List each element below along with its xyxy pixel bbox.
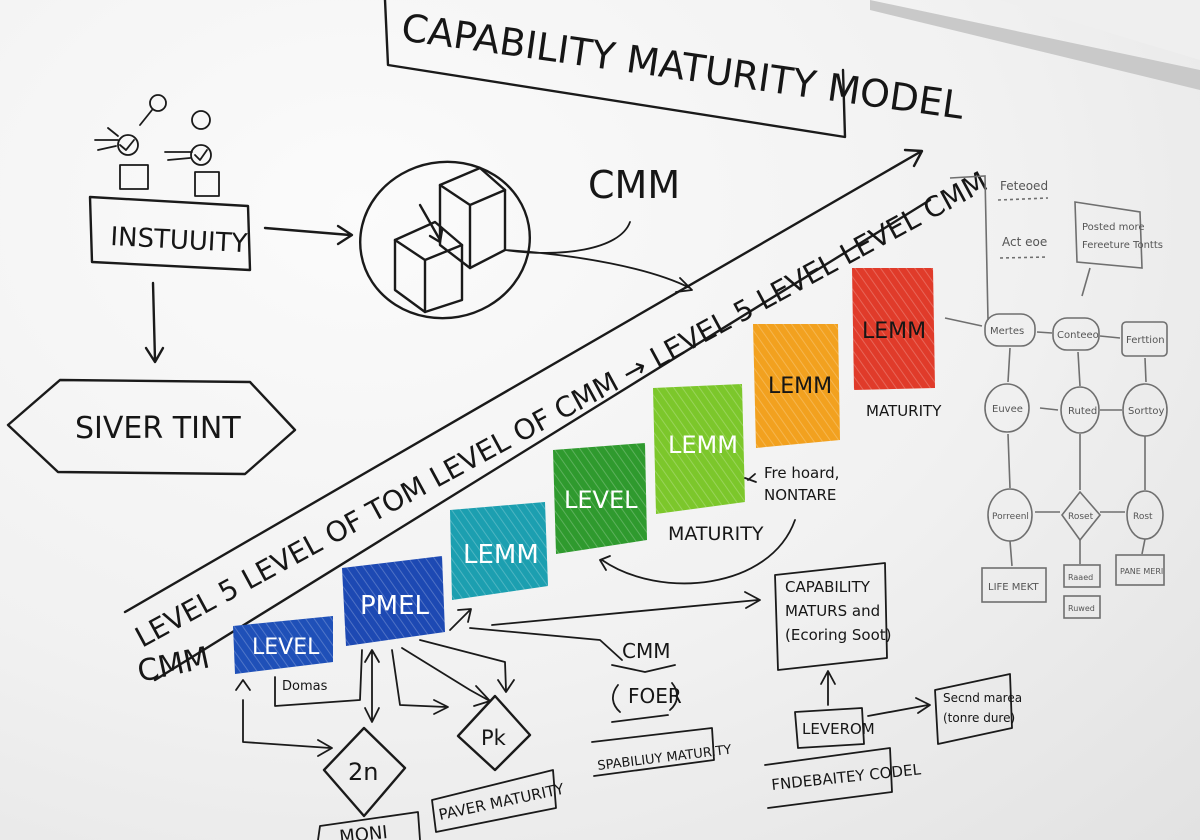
leverom-box: LEVEROM [794, 707, 875, 749]
fndebaitey-label: FNDEBAITEY CODEL [771, 760, 923, 794]
diamond-pk: Pk [456, 694, 532, 772]
cmm-heading: CMM [588, 163, 680, 207]
flow-top-2: Act eoe [1002, 235, 1047, 249]
domas-label: Domas [282, 679, 328, 694]
flow-top-1: Feteoed [1000, 179, 1048, 193]
flow-r2-c1: Euvee [992, 404, 1023, 415]
flow-r1-c1: Mertes [990, 326, 1024, 337]
page-title: CAPABILITY MATURITY MODEL [399, 5, 967, 128]
spabiluy-label: SPABILIUY MATURITY [597, 743, 733, 774]
diamond-2n-label: 2n [348, 758, 378, 786]
flow-r1-c3: Ferttion [1126, 335, 1165, 346]
cap-line-1: CAPABILITY [785, 578, 871, 596]
step-4-label: LEVEL [564, 486, 638, 514]
nontare-label: NONTARE [764, 486, 836, 504]
paver-label: PAVER MATURITY [437, 780, 566, 824]
paver-box: PAVER MATURITY [431, 769, 567, 833]
siver-tint-label: SIVER TINT [75, 411, 241, 446]
cubes-icon [359, 160, 531, 320]
title-box: CAPABILITY MATURITY MODEL [383, 0, 967, 139]
diamond-pk-label: Pk [481, 726, 507, 750]
flow-bottom-2: Raaed [1068, 573, 1093, 582]
step-4: LEVEL [553, 443, 647, 554]
flow-bottom-1: LIFE MEKT [988, 582, 1039, 593]
step-1-label: LEVEL [252, 635, 320, 660]
people-icon [94, 94, 220, 197]
flow-r3-c3: Rost [1133, 512, 1153, 522]
flow-r3-c1: Porreenl [992, 512, 1029, 522]
flow-r3-c2: Roset [1068, 512, 1094, 522]
arrow-cmm [504, 221, 693, 293]
bottom-cut-label: MONI [338, 822, 388, 840]
arrow-right-top [263, 224, 354, 246]
step-3: LEMM [450, 502, 548, 600]
cap-line-2: MATURS and [785, 602, 880, 620]
bottom-cut-box: MONI [317, 811, 421, 840]
maturity-label-red: MATURITY [866, 402, 942, 420]
step-5: LEMM [653, 384, 745, 514]
cap-line-3: (Ecoring Soot) [785, 626, 892, 644]
flow-bottom-4: PANE MERI [1120, 567, 1163, 576]
arrow-down [144, 281, 165, 364]
lower-connectors [235, 591, 761, 757]
instuuity-box: INSTUUITY [88, 195, 252, 272]
step-6-label: LEMM [768, 374, 832, 399]
board-frame [870, 0, 1200, 90]
siver-tint-hexagon: SIVER TINT [6, 378, 297, 476]
fre-hoard-label: Fre hoard, [764, 464, 839, 482]
step-5-label: LEMM [668, 431, 738, 459]
flow-box-line-1: Posted more [1082, 222, 1145, 233]
flow-r2-c3: Sorttoy [1128, 406, 1165, 417]
step-7: LEMM [852, 268, 935, 390]
step-3-label: LEMM [463, 540, 539, 570]
secnd-line-1: Secnd marea [943, 691, 1022, 705]
step-2-label: PMEL [360, 591, 430, 621]
cmm-foer-group: CMM FOER [611, 639, 682, 723]
flow-box-line-2: Fereeture Tontts [1082, 240, 1163, 251]
flow-r1-c2: Conteeo [1057, 330, 1099, 341]
right-flowchart: Feteoed Act eoe Posted more Fereeture To… [944, 175, 1168, 619]
instuuity-label: INSTUUITY [110, 222, 248, 259]
capability-box: CAPABILITY MATURS and (Ecoring Soot) [774, 562, 892, 671]
step-6: LEMM [753, 324, 840, 448]
flow-r2-c2: Ruted [1068, 406, 1097, 417]
cmm-small-label: CMM [622, 639, 670, 663]
diamond-2n: 2n [322, 726, 407, 818]
leverom-label: LEVEROM [802, 720, 875, 738]
step-7-label: LEMM [862, 319, 926, 344]
secnd-box: Secnd marea (tonre dure) [934, 673, 1022, 745]
step-1: LEVEL [233, 616, 333, 674]
foer-label: FOER [628, 684, 682, 708]
curve-arrow [599, 519, 796, 585]
flow-bottom-3: Ruwed [1068, 604, 1095, 613]
step-2: PMEL [342, 556, 445, 646]
fndebaitey-box: FNDEBAITEY CODEL [764, 747, 923, 809]
secnd-line-2: (tonre dure) [943, 711, 1015, 725]
maturity-label-green: MATURITY [668, 523, 764, 545]
spabiluy-box: SPABILIUY MATURITY [591, 727, 733, 777]
